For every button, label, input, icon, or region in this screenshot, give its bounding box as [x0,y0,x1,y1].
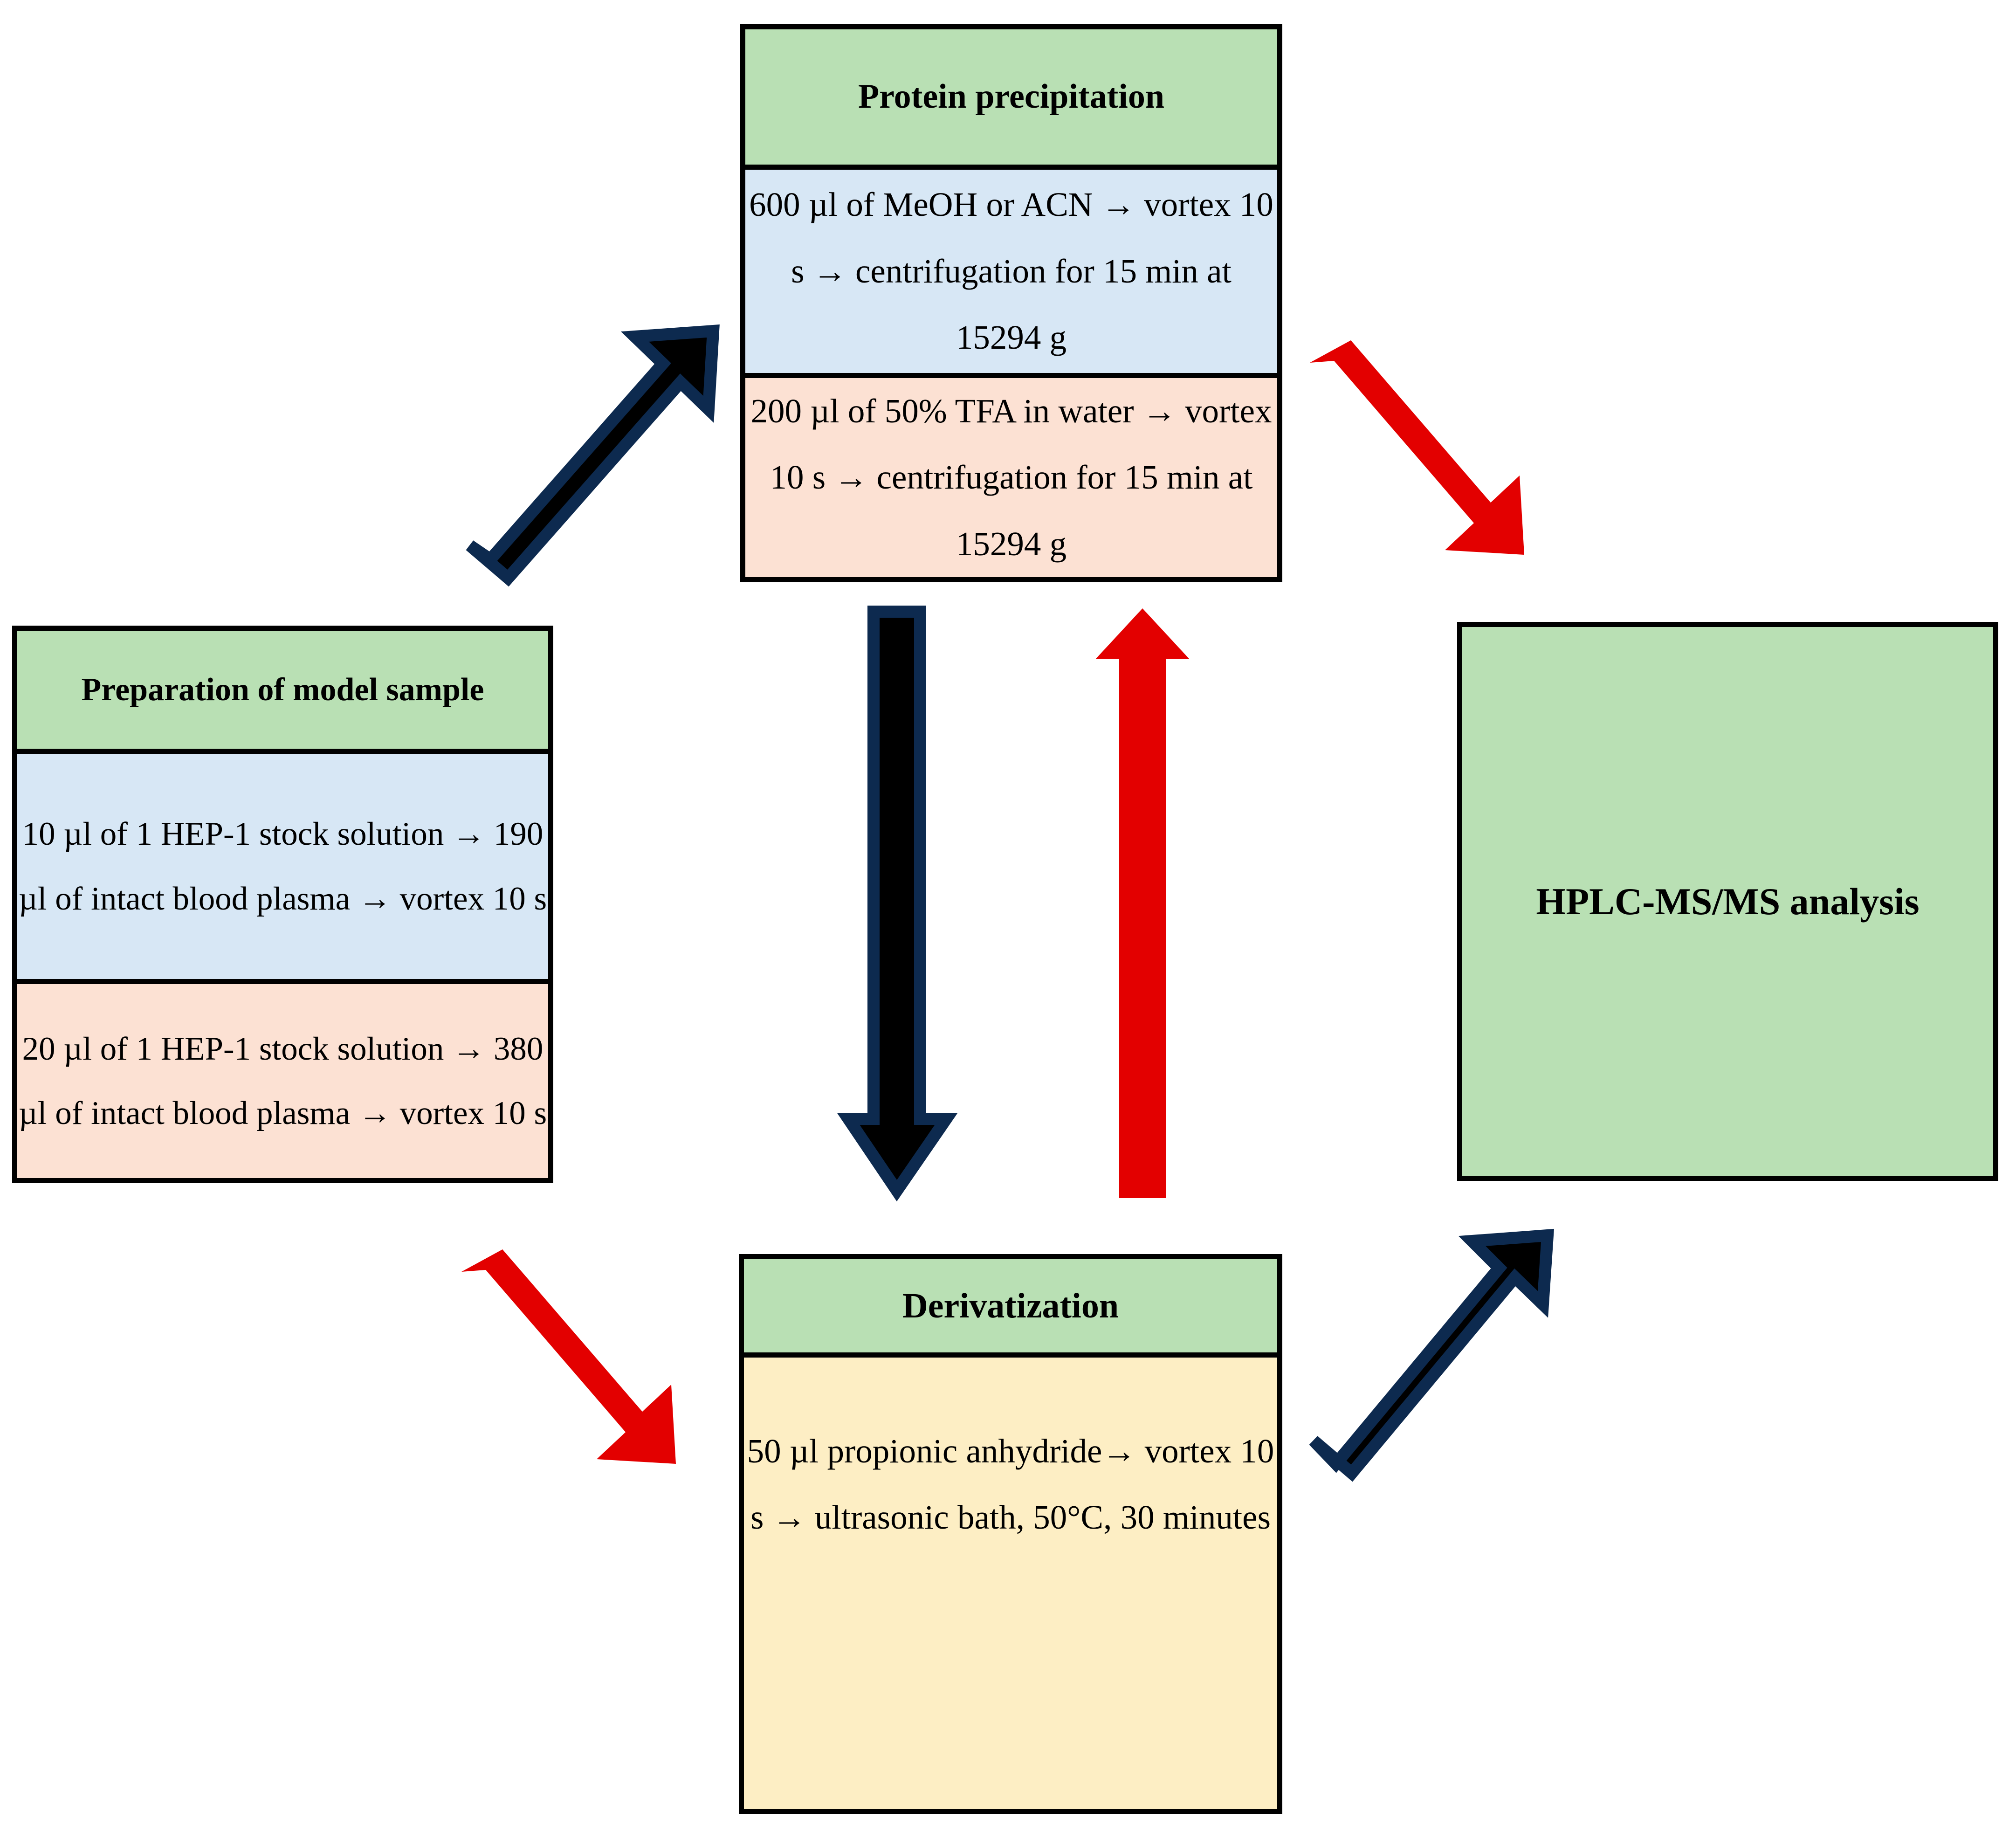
box-hplc-ms-ms-analysis-label: HPLC-MS/MS analysis [1462,627,1993,1176]
arrow-precipitation-to-derivatization-icon [837,606,958,1202]
box-protein-precipitation-header: Protein precipitation [745,29,1277,165]
box-derivatization-yellow-text: 50 µl propionic anhydride→ vortex 10 s →… [744,1352,1277,1809]
box-preparation-blue-text: 10 µl of 1 HEP-1 stock solution → 190 µl… [17,749,548,979]
arrow-derivatization-to-precipitation-icon [1096,608,1191,1198]
box-derivatization-header: Derivatization [744,1259,1277,1352]
box-protein-precipitation: Protein precipitation 600 µl of MeOH or … [740,24,1282,582]
box-preparation-header: Preparation of model sample [17,631,548,749]
arrow-prep-to-derivatization-icon [461,1249,695,1468]
arrow-prep-to-precipitation-icon [461,324,722,587]
box-derivatization: Derivatization 50 µl propionic anhydride… [739,1254,1282,1814]
box-protein-precipitation-pink-text: 200 µl of 50% TFA in water → vortex 10 s… [745,372,1277,577]
arrow-precipitation-to-analysis-icon [1310,340,1543,559]
box-preparation-of-model-sample: Preparation of model sample 10 µl of 1 H… [12,626,553,1183]
box-hplc-ms-ms-analysis: HPLC-MS/MS analysis [1457,622,1998,1181]
box-preparation-pink-text: 20 µl of 1 HEP-1 stock solution → 380 µl… [17,979,548,1178]
arrow-derivatization-to-analysis-icon [1305,1228,1557,1482]
box-protein-precipitation-blue-text: 600 µl of MeOH or ACN → vortex 10 s → ce… [745,164,1277,373]
